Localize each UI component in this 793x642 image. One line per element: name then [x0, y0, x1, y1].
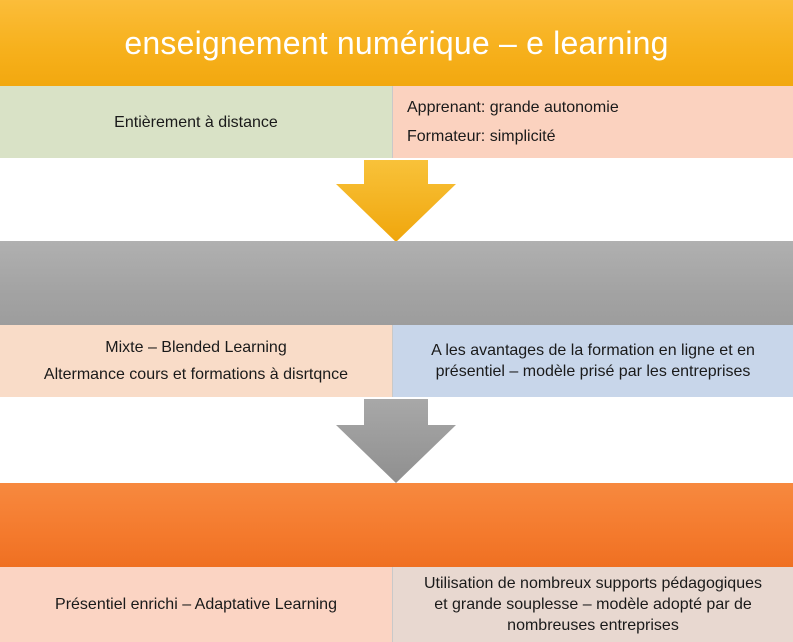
- down-arrow-icon: [336, 399, 456, 483]
- section-2-left-line-2: Altermance cours et formations à disrtqn…: [43, 366, 349, 383]
- down-arrow-icon: [336, 160, 456, 242]
- section-1-left-text: Entièrement à distance: [114, 113, 278, 131]
- section-1-right-line-1: Apprenant: grande autonomie: [407, 99, 619, 116]
- gray-band: [0, 241, 793, 325]
- section-1-right-line-2: Formateur: simplicité: [407, 128, 556, 145]
- section-2-right-text: A les avantages de la formation en ligne…: [431, 342, 755, 380]
- section-1-left-cell: Entièrement à distance: [0, 86, 393, 158]
- section-1-right-cell: Apprenant: grande autonomie Formateur: s…: [393, 86, 793, 158]
- section-3-left-cell: Présentiel enrichi – Adaptative Learning: [0, 567, 393, 642]
- section-2-left-cell: Mixte – Blended Learning Altermance cour…: [0, 325, 393, 397]
- section-3-right-text: Utilisation de nombreux supports pédagog…: [424, 575, 762, 634]
- title-band: enseignement numérique – e learning: [0, 0, 793, 87]
- section-2-right-cell: A les avantages de la formation en ligne…: [393, 325, 793, 397]
- diagram-title: enseignement numérique – e learning: [124, 24, 669, 61]
- section-2-left-line-1: Mixte – Blended Learning: [105, 339, 287, 356]
- section-3-right-cell: Utilisation de nombreux supports pédagog…: [393, 567, 793, 642]
- section-3-left-text: Présentiel enrichi – Adaptative Learning: [55, 596, 337, 613]
- orange-band: [0, 483, 793, 567]
